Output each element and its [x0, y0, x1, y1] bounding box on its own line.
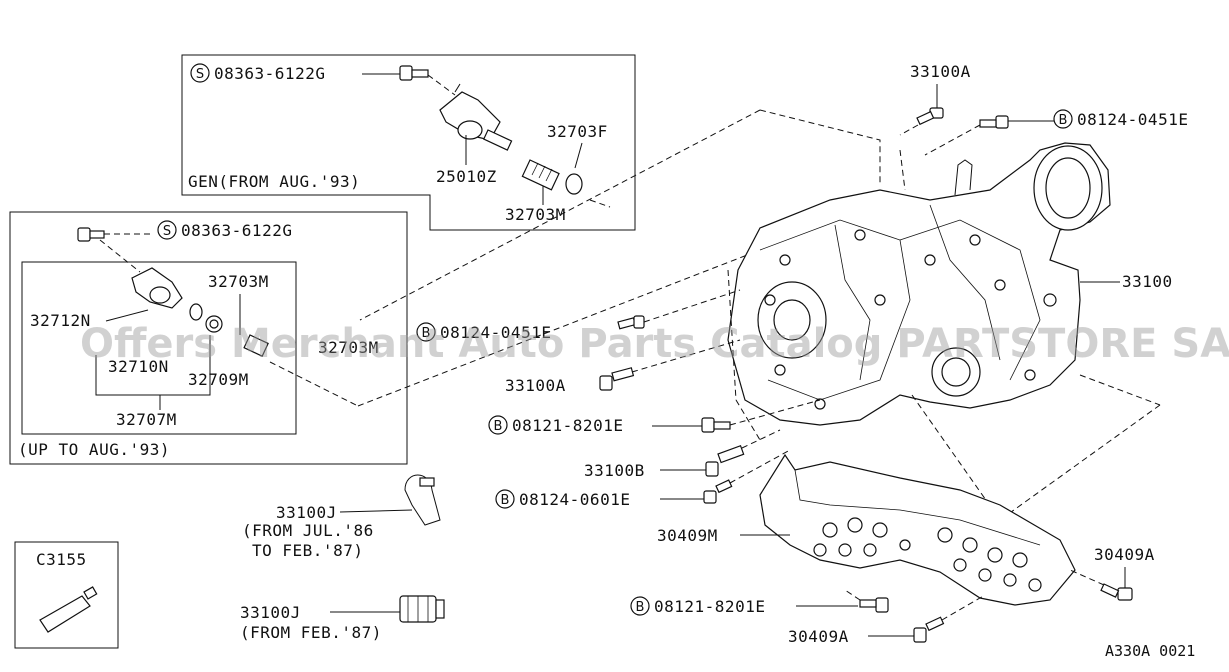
- bolt-icon: [703, 479, 733, 504]
- b-symbol-letter: B: [501, 493, 510, 508]
- bolt-icon: [599, 367, 635, 391]
- part-label-right-30409A: 30409A: [1094, 545, 1155, 564]
- bolt-icon: [1100, 583, 1133, 601]
- sealant-box-frame: [14, 541, 119, 649]
- part-label-32709M: 32709M: [188, 370, 249, 389]
- upto-inner-frame: [21, 261, 297, 435]
- part-label-gen-32703M: 32703M: [505, 205, 566, 224]
- upto-caption: (UP TO AUG.'93): [18, 440, 170, 459]
- gear-sleeve-icon: [243, 334, 269, 357]
- s-symbol-letter: S: [163, 224, 171, 239]
- bolt-icon: [859, 597, 889, 613]
- harness-clip-icon: [404, 474, 441, 526]
- part-label-30409M: 30409M: [657, 526, 718, 545]
- gen-box-frame: [181, 54, 636, 231]
- b-symbol-icon: [495, 489, 515, 509]
- sealant-tube-icon: [39, 586, 98, 633]
- b-symbol-icon: [630, 596, 650, 616]
- part-label-08124-0601E: 08124-0601E: [519, 490, 630, 509]
- part-label-25010Z: 25010Z: [436, 167, 497, 186]
- part-label-08121-8201E: 08121-8201E: [512, 416, 623, 435]
- b-symbol-letter: B: [494, 419, 503, 434]
- part-label-32710N: 32710N: [108, 357, 169, 376]
- clip1-note-from: (FROM JUL.'86: [242, 521, 374, 540]
- speed-sensor-icon: [439, 83, 513, 151]
- part-label-upto-hidden-32703M: 32703M: [318, 338, 379, 357]
- bolt-icon: [701, 417, 731, 433]
- b-symbol-icon: [488, 415, 508, 435]
- stud-bolt-icon: [705, 445, 745, 477]
- upto-outer-frame: [9, 211, 408, 465]
- part-label-top-08124-0451E: 08124-0451E: [1077, 110, 1188, 129]
- bolt-icon: [979, 115, 1009, 129]
- b-symbol-letter: B: [422, 326, 431, 341]
- snap-ring-icon: [565, 173, 583, 195]
- small-bolt-icon: [399, 65, 429, 81]
- clip2-note-from: (FROM FEB.'87): [240, 623, 382, 642]
- part-label-32707M: 32707M: [116, 410, 177, 429]
- part-label-clip1-33100J: 33100J: [276, 503, 337, 522]
- part-label-clip2-33100J: 33100J: [240, 603, 301, 622]
- part-label-32712N: 32712N: [30, 311, 91, 330]
- small-bolt-icon: [77, 227, 105, 242]
- part-label-top-33100A: 33100A: [910, 62, 971, 81]
- b-symbol-letter: B: [1059, 113, 1068, 128]
- harness-clip-icon: [399, 595, 445, 623]
- bolt-icon: [617, 315, 645, 330]
- part-label-upto-bolt: 08363-6122G: [181, 221, 292, 240]
- bolt-icon: [916, 107, 944, 126]
- part-label-33100B: 33100B: [584, 461, 645, 480]
- bolt-icon: [913, 616, 945, 643]
- figure-id: A330A 0021: [1105, 642, 1195, 660]
- part-label-upto-32703M: 32703M: [208, 272, 269, 291]
- part-label-mid-08124-0451E: 08124-0451E: [440, 323, 551, 342]
- gen-caption: GEN(FROM AUG.'93): [188, 172, 360, 191]
- mounting-bracket-illustration: [759, 453, 1076, 606]
- part-label-left-33100A: 33100A: [505, 376, 566, 395]
- b-symbol-icon: [1053, 109, 1073, 129]
- part-label-33100: 33100: [1122, 272, 1173, 291]
- part-label-bottom-30409A: 30409A: [788, 627, 849, 646]
- transmission-case-illustration: [727, 142, 1111, 426]
- s-symbol-icon: [157, 220, 177, 240]
- b-symbol-icon: [416, 322, 436, 342]
- s-symbol-letter: S: [196, 67, 204, 82]
- o-ring-icon: [189, 303, 203, 321]
- clip1-note-to: TO FEB.'87): [252, 541, 363, 560]
- part-label-bottom-08121-8201E: 08121-8201E: [654, 597, 765, 616]
- gear-sleeve-icon: [521, 159, 560, 191]
- s-symbol-icon: [190, 63, 210, 83]
- b-symbol-letter: B: [636, 600, 645, 615]
- part-label-32703F: 32703F: [547, 122, 608, 141]
- speed-sensor-icon: [131, 267, 183, 309]
- watermark-text: Offers Merchant Auto Parts Catalog PARTS…: [80, 321, 1229, 367]
- part-label-C3155: C3155: [36, 550, 87, 569]
- part-label-gen-bolt: 08363-6122G: [214, 64, 325, 83]
